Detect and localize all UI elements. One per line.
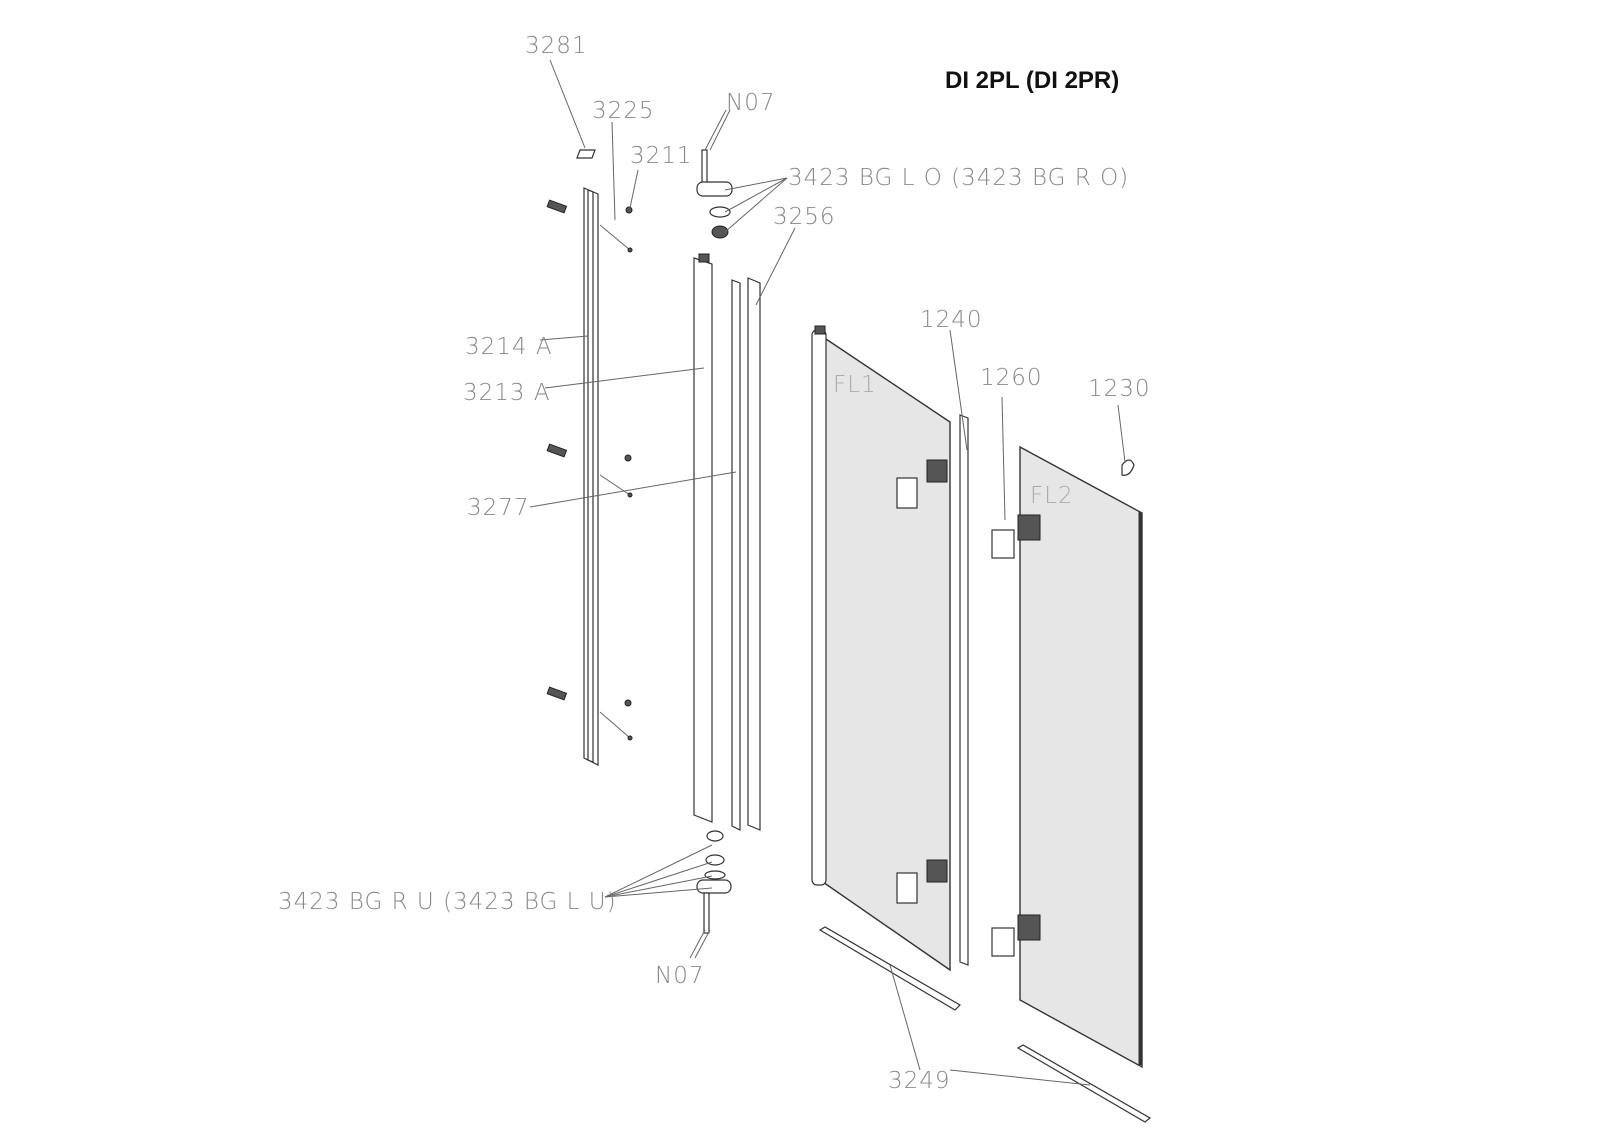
label-1230: 1230 <box>1088 376 1151 402</box>
part-3249-bottom-rails <box>818 926 1152 1123</box>
wall-screws <box>546 121 639 741</box>
part-1230-clip <box>1117 404 1135 476</box>
label-1240: 1240 <box>920 307 983 333</box>
part-3256-seals <box>529 227 796 831</box>
glass-panel-fl1 <box>811 325 951 972</box>
bottom-hinge-assembly <box>604 830 732 959</box>
label-3281: 3281 <box>525 33 588 59</box>
diagram-title: DI 2PL (DI 2PR) <box>945 67 1119 94</box>
label-3249: 3249 <box>888 1068 951 1094</box>
part-1240-seal <box>949 329 969 966</box>
part-3213a-profile <box>544 253 713 823</box>
label-fl1: FL1 <box>833 372 877 398</box>
label-3277: 3277 <box>467 495 530 521</box>
label-fl2: FL2 <box>1030 483 1074 509</box>
label-3256: 3256 <box>773 204 836 230</box>
label-hinge-bottom: 3423 BG R U (3423 BG L U) <box>278 889 617 915</box>
part-3281-cap <box>549 59 596 159</box>
label-hinge-top: 3423 BG L O (3423 BG R O) <box>788 165 1129 191</box>
top-hinge-assembly <box>696 109 788 239</box>
label-3211: 3211 <box>630 143 693 169</box>
label-n07-bottom: N07 <box>655 963 704 989</box>
label-n07-top: N07 <box>726 90 775 116</box>
glass-panel-fl2 <box>991 396 1143 1069</box>
label-3214a: 3214 A <box>465 334 553 360</box>
part-3214a-wall-profile <box>539 187 599 766</box>
label-3225: 3225 <box>592 98 655 124</box>
label-3213a: 3213 A <box>463 380 551 406</box>
label-1260: 1260 <box>980 365 1043 391</box>
